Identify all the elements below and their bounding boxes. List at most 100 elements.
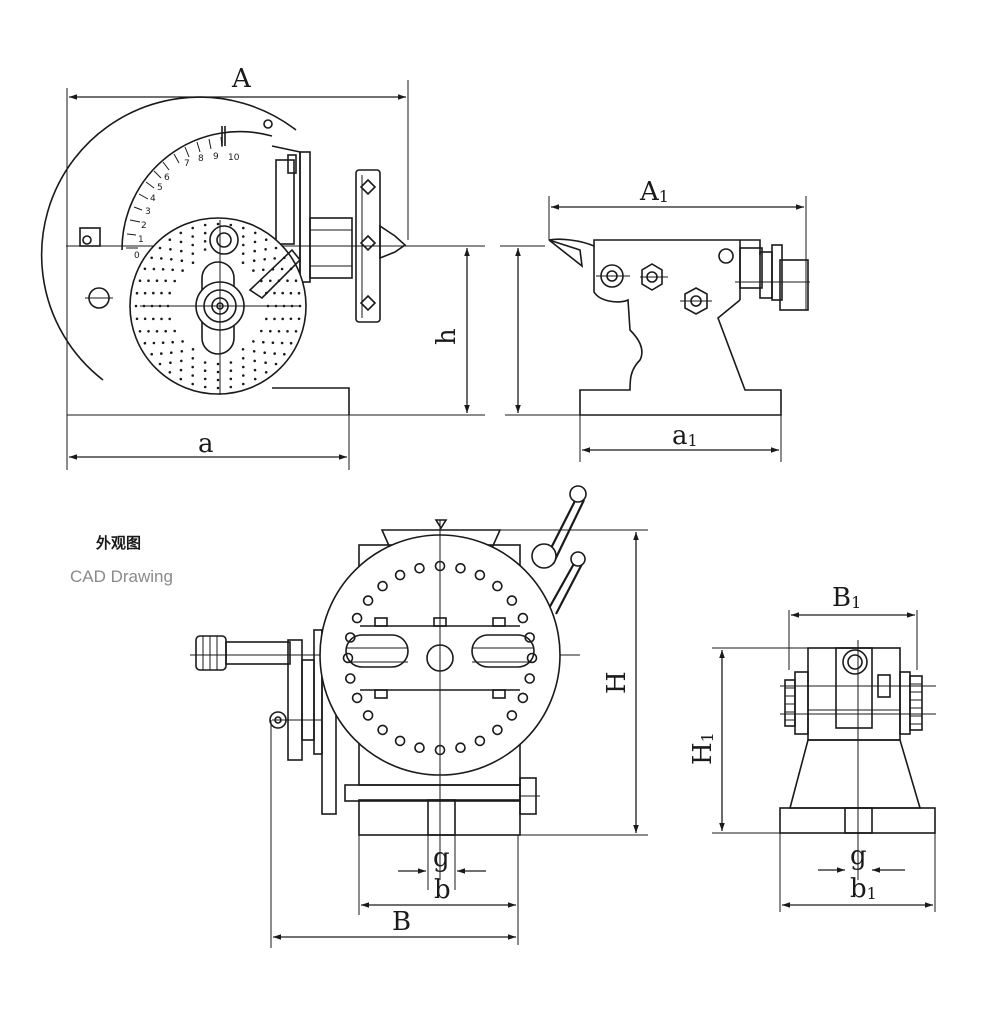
plate-hole xyxy=(263,258,267,261)
plate-hole xyxy=(229,361,233,364)
plate-hole xyxy=(203,385,207,389)
plate-hole xyxy=(283,352,286,356)
scale-ticks xyxy=(126,136,223,249)
table-hole xyxy=(414,562,425,574)
dim-label-a: a xyxy=(198,429,214,459)
table-hole xyxy=(517,692,529,704)
top-left-view: A a h 0 1 2 3 4 xyxy=(40,64,485,470)
dim-label-A1: A1 xyxy=(639,177,669,207)
plate-hole xyxy=(143,317,147,321)
plate-hole xyxy=(180,259,184,263)
plate-hole xyxy=(168,291,171,295)
plate-hole xyxy=(161,341,165,345)
dim-label-b1: b1 xyxy=(850,874,877,904)
dim-label-b: b xyxy=(434,875,451,905)
plate-hole xyxy=(253,231,257,235)
plate-hole xyxy=(191,243,194,247)
plate-hole xyxy=(180,350,184,353)
table-hole xyxy=(474,735,486,747)
plate-hole xyxy=(169,361,172,365)
plate-hole xyxy=(286,330,289,333)
plate-hole xyxy=(181,340,184,343)
plate-hole xyxy=(289,341,293,345)
plate-hole xyxy=(253,240,257,244)
plate-hole xyxy=(273,317,276,321)
plate-hole xyxy=(143,341,147,345)
plate-hole xyxy=(191,252,195,255)
plate-hole xyxy=(216,370,220,374)
plate-hole xyxy=(242,235,245,238)
plate-hole xyxy=(229,385,233,389)
plate-hole xyxy=(168,371,172,374)
plate-hole xyxy=(253,359,256,363)
plate-hole xyxy=(158,246,162,250)
plate-hole xyxy=(155,279,159,283)
plate-hole xyxy=(265,317,268,321)
table-hole xyxy=(455,562,466,574)
scale-mark-4: 4 xyxy=(150,194,156,204)
plate-hole xyxy=(252,269,255,272)
plate-hole xyxy=(143,267,147,271)
plate-hole xyxy=(241,357,245,360)
dim-label-a1: a1 xyxy=(672,421,698,451)
plate-hole xyxy=(191,382,194,386)
plate-hole xyxy=(191,374,194,377)
plate-hole xyxy=(253,377,257,381)
table-hole xyxy=(414,742,425,754)
plate-hole xyxy=(191,357,195,360)
plate-hole xyxy=(253,368,257,372)
plate-hole xyxy=(179,377,183,381)
plate-hole xyxy=(135,291,139,295)
plate-hole xyxy=(191,365,194,369)
plate-hole xyxy=(191,348,195,351)
plate-hole xyxy=(252,259,256,263)
plate-hole xyxy=(150,352,153,356)
plate-hole xyxy=(203,248,207,251)
plate-hole xyxy=(152,291,155,295)
plate-hole xyxy=(155,330,159,333)
table-hole xyxy=(362,710,374,721)
plate-hole xyxy=(171,340,174,344)
table-hole xyxy=(506,595,518,606)
plate-hole xyxy=(152,267,156,271)
table-hole xyxy=(394,735,406,747)
plate-hole xyxy=(203,223,207,227)
scale-mark-7: 7 xyxy=(184,159,190,169)
plate-hole xyxy=(280,267,284,271)
table-hole xyxy=(506,710,518,721)
plate-hole xyxy=(164,279,167,283)
plate-hole xyxy=(262,268,265,272)
table-hole xyxy=(377,580,388,592)
plate-hole xyxy=(264,248,267,251)
scale-mark-8: 8 xyxy=(198,154,204,164)
plate-hole xyxy=(252,350,256,353)
plate-hole xyxy=(241,348,245,351)
plate-hole xyxy=(277,330,281,333)
dim-label-A: A xyxy=(231,64,252,94)
plate-hole xyxy=(271,341,275,345)
plate-hole xyxy=(180,359,183,363)
table-hole xyxy=(492,580,503,592)
plate-hole xyxy=(242,365,245,369)
table-hole xyxy=(344,673,356,684)
plate-hole xyxy=(161,268,165,271)
plate-hole xyxy=(294,330,298,333)
plate-hole xyxy=(263,351,267,355)
plate-hole xyxy=(160,291,163,295)
table-hole xyxy=(377,724,388,736)
table-hole xyxy=(351,692,363,704)
plate-hole xyxy=(170,351,173,355)
plate-hole xyxy=(281,291,285,295)
plate-hole xyxy=(170,258,173,261)
scale-mark-2: 2 xyxy=(141,221,147,231)
plate-hole xyxy=(281,317,285,321)
plate-hole xyxy=(264,361,267,365)
dim-label-B1: B1 xyxy=(832,583,861,613)
plate-hole xyxy=(134,304,138,308)
scale-mark-3: 3 xyxy=(145,207,151,217)
plate-hole xyxy=(152,341,156,345)
plate-hole xyxy=(229,223,233,227)
plate-hole xyxy=(242,243,245,247)
table-hole xyxy=(394,569,406,581)
